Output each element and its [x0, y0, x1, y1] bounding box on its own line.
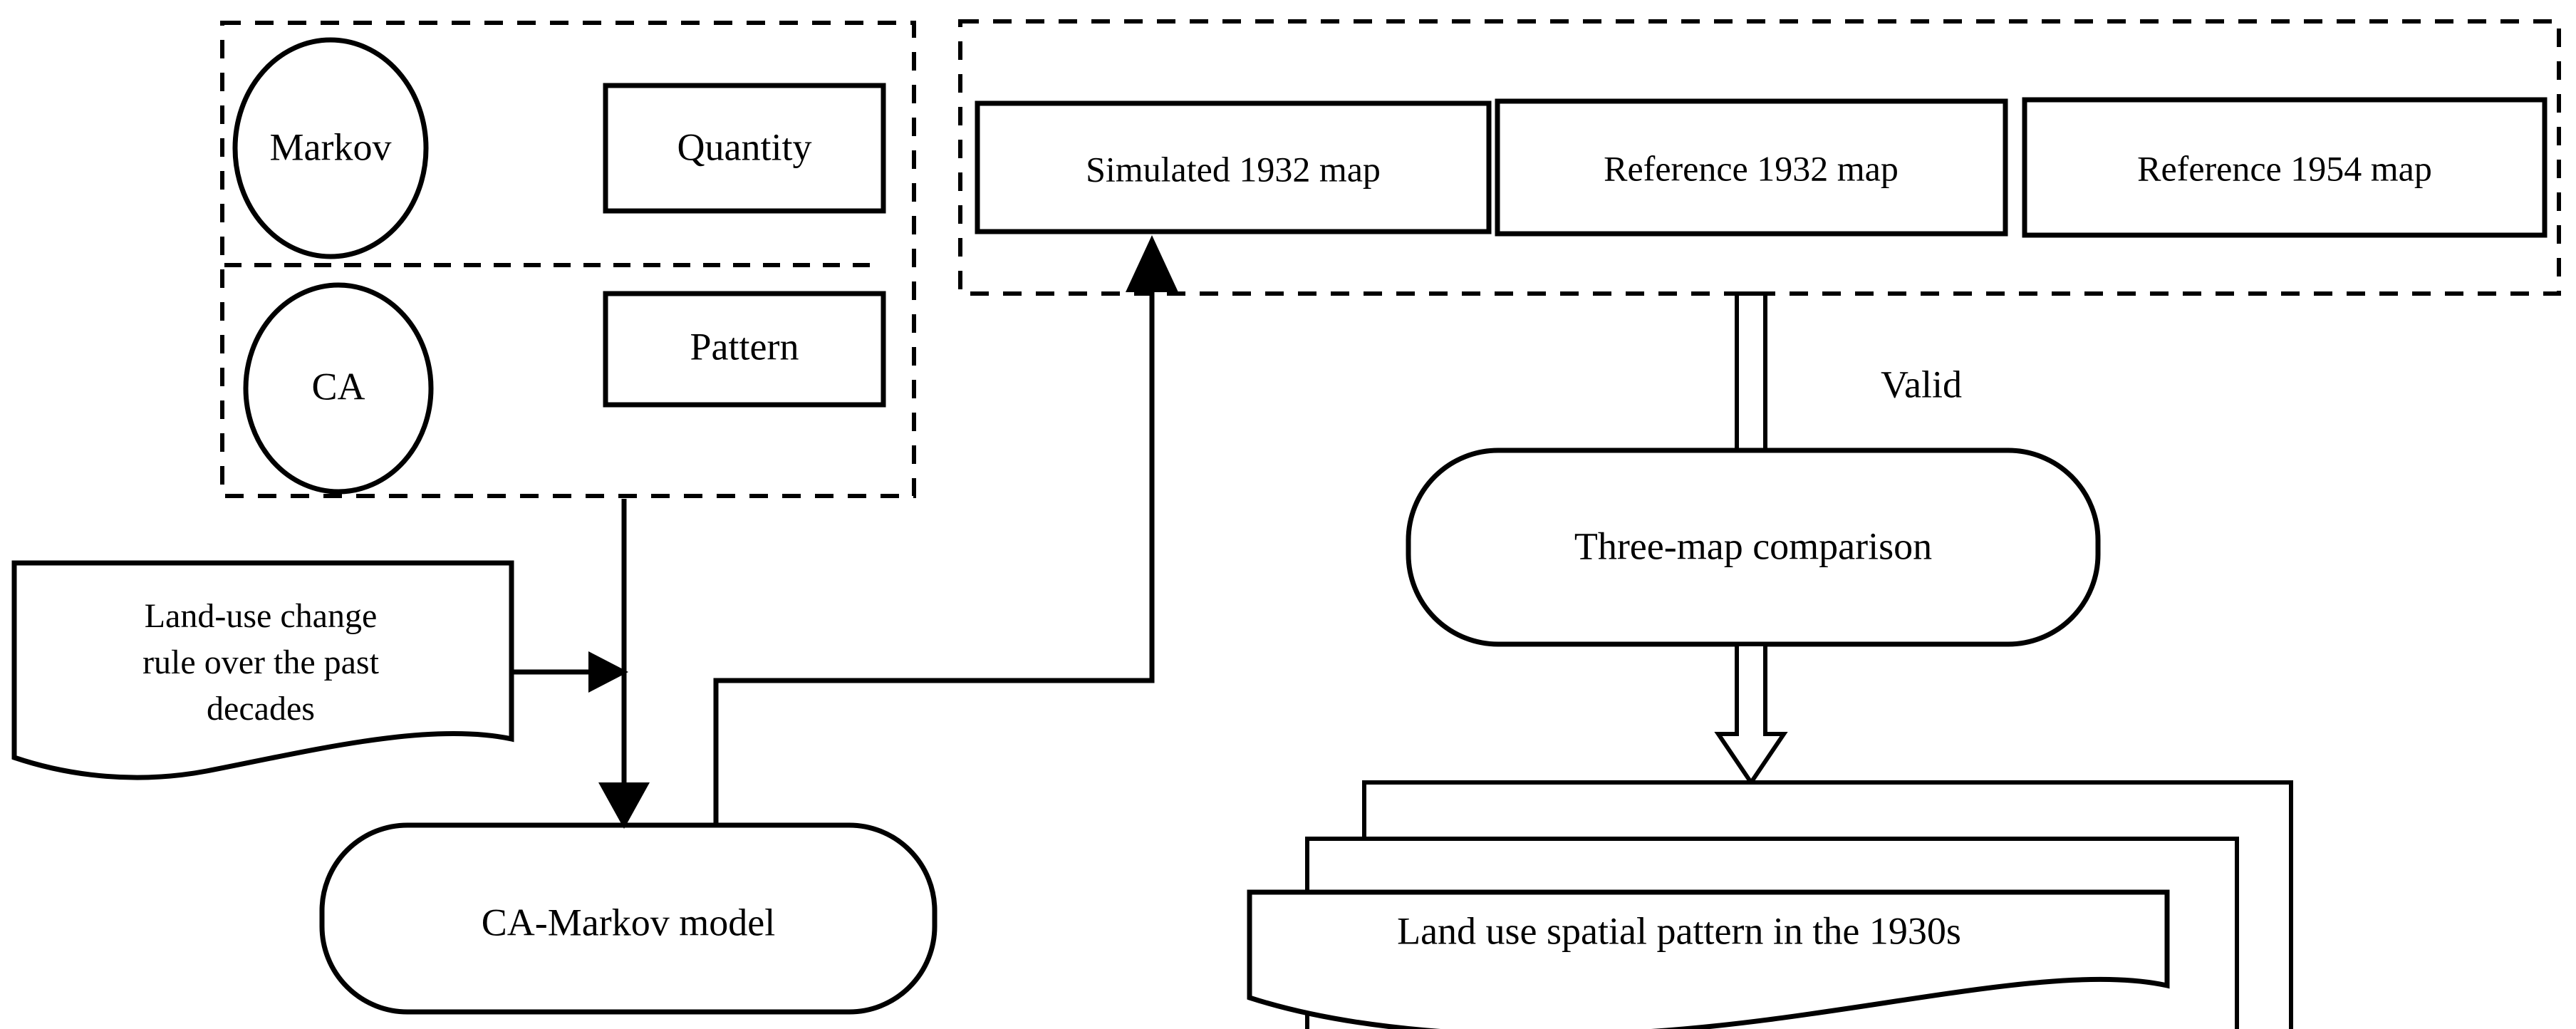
markov-ellipse[interactable]: [232, 37, 429, 259]
rule-document-line-3: decades: [207, 690, 315, 728]
connector-model-to-camarkov: [598, 499, 650, 829]
connector-camarkov-to-simulated-path: [713, 265, 1155, 825]
ca-markov-model-node[interactable]: CA-Markov model: [319, 822, 938, 1015]
land-use-output-stack[interactable]: Land use spatial pattern in the 1930s: [1247, 780, 2293, 1029]
valid-edge-label: Valid: [1881, 363, 1962, 405]
rule-document-line-1: Land-use change: [145, 597, 378, 635]
quantity-label: Quantity: [677, 125, 812, 168]
markov-label: Markov: [270, 125, 392, 168]
output-document-front[interactable]: [1247, 889, 2170, 1029]
connector-camarkov-to-simulated-map: [713, 235, 1178, 825]
simulated-1932-map-box[interactable]: [975, 100, 1492, 234]
arrowhead-down-to-camarkov: [598, 782, 650, 829]
rule-document-node[interactable]: Land-use change rule over the past decad…: [11, 560, 514, 780]
output-block-arrow-group: [1714, 642, 1788, 787]
arrowhead-up-to-simulated-map: [1126, 235, 1178, 292]
rule-document-line-2: rule over the past: [142, 643, 380, 681]
model-components-dashed-border: [220, 21, 916, 498]
three-map-comparison-label: Three-map comparison: [1574, 524, 1932, 567]
reference-1932-map-label: Reference 1932 map: [1604, 148, 1899, 188]
pattern-box[interactable]: [603, 291, 886, 408]
three-map-comparison-node[interactable]: Three-map comparison: [1406, 448, 2101, 647]
output-block-arrow: [1714, 642, 1788, 787]
ca-ellipse[interactable]: [243, 282, 434, 495]
ca-markov-model-shape[interactable]: [319, 822, 938, 1015]
connector-rule-to-camarkov: [511, 651, 628, 693]
quantity-box[interactable]: [603, 83, 886, 214]
ca-markov-model-label: CA-Markov model: [482, 901, 775, 943]
arrowhead-right-to-camarkov: [588, 651, 628, 693]
maps-group: Simulated 1932 map Reference 1932 map Re…: [958, 19, 2561, 296]
simulated-1932-map-label: Simulated 1932 map: [1086, 149, 1381, 189]
model-components-group: Markov Quantity CA Pattern: [220, 21, 916, 498]
pattern-label: Pattern: [690, 325, 799, 368]
rule-document-shape[interactable]: [11, 560, 514, 780]
reference-1954-map-box[interactable]: [2022, 97, 2548, 238]
land-use-output-label: Land use spatial pattern in the 1930s: [1397, 909, 1961, 952]
reference-1932-map-box[interactable]: [1495, 98, 2008, 237]
reference-1954-map-label: Reference 1954 map: [2137, 148, 2432, 188]
ca-label: CA: [311, 365, 365, 408]
